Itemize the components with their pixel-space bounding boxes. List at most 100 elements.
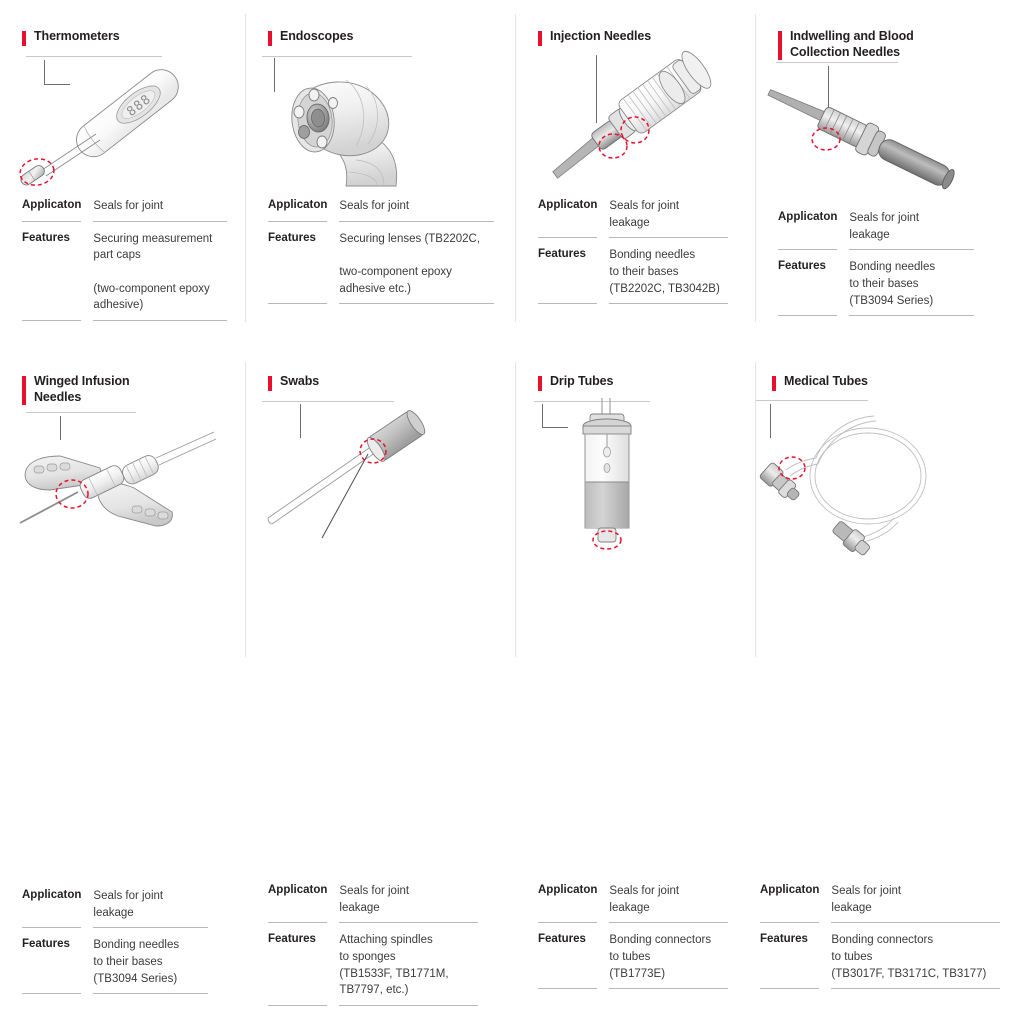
- panel-drip-tubes: Drip Tubes: [516, 348, 756, 990]
- swab-illustration: [260, 406, 460, 541]
- spec-label-application: Applicaton: [760, 884, 820, 896]
- leader-line-vertical: [274, 58, 275, 92]
- spec-label-application: Applicaton: [22, 889, 82, 901]
- spec-divider-value-bottom: [339, 303, 494, 305]
- spec-divider-label: [538, 922, 598, 924]
- panel-header: Thermometers: [22, 29, 120, 46]
- spec-divider-value-bottom: [93, 993, 208, 995]
- highlight-circle-icon: [55, 479, 89, 509]
- spec-value-features: Attaching spindles to sponges (TB1533F, …: [339, 934, 449, 997]
- spec-divider-value-bottom: [831, 988, 1000, 990]
- spec-value-features: Securing measurement part caps (two-comp…: [93, 232, 213, 312]
- panel-header: Endoscopes: [268, 29, 353, 46]
- spec-table: Applicaton Seals for joint leakage Featu…: [760, 883, 1000, 998]
- spec-divider-value-bottom: [609, 988, 728, 990]
- header-rule: [262, 56, 412, 57]
- spec-divider-label: [22, 220, 82, 222]
- spec-divider-label: [760, 922, 820, 924]
- panel-header: Injection Needles: [538, 29, 651, 46]
- spec-divider-value: [339, 220, 494, 222]
- panel-header: Swabs: [268, 374, 319, 391]
- spec-label-application: Applicaton: [268, 199, 328, 211]
- syringe-illustration: [528, 50, 728, 192]
- drip-chamber-illustration: [562, 396, 682, 550]
- spec-value-application: Seals for joint leakage: [339, 885, 410, 914]
- spec-table: Applicaton Seals for joint leakage Featu…: [778, 210, 974, 325]
- panel-endoscopes: Endoscopes: [246, 0, 516, 348]
- panel-indwelling-and-blood-collection-needles: Indwelling and Blood Collection Needles: [756, 0, 1024, 348]
- spec-value-application: Seals for joint leakage: [609, 885, 680, 914]
- panel-title: Medical Tubes: [784, 374, 868, 388]
- highlight-circle-icon: [598, 133, 628, 159]
- panel-title: Swabs: [280, 374, 320, 388]
- leader-line-horizontal: [542, 427, 568, 428]
- spec-divider-label-bottom: [538, 303, 598, 305]
- spec-value-application: Seals for joint leakage: [849, 212, 920, 241]
- spec-value-features: Bonding needles to their bases (TB3094 S…: [849, 261, 936, 307]
- spec-table: Applicaton Seals for joint Features Secu…: [268, 198, 494, 313]
- spec-value-application: Seals for joint: [339, 200, 410, 212]
- endoscope-illustration: [260, 52, 460, 197]
- spec-value-features: Securing lenses (TB2202C, two-component …: [339, 232, 481, 295]
- spec-label-features: Features: [22, 231, 70, 244]
- spec-label-application: Applicaton: [22, 199, 82, 211]
- highlight-circle-icon: [811, 127, 841, 151]
- accent-bar-icon: [538, 376, 542, 391]
- spec-value-features: Bonding needles to their bases (TB3094 S…: [93, 939, 180, 985]
- spec-value-features: Bonding needles to their bases (TB2202C,…: [609, 249, 720, 295]
- panel-thermometers: Thermometers: [0, 0, 246, 348]
- spec-label-features: Features: [778, 260, 826, 273]
- accent-bar-icon: [772, 376, 776, 391]
- spec-divider-value: [609, 922, 728, 924]
- highlight-circle-icon: [778, 456, 806, 480]
- panel-winged-infusion-needles: Winged Infusion Needles: [0, 348, 246, 995]
- spec-divider-label-bottom: [778, 315, 838, 317]
- indwelling-needle-illustration: [756, 78, 976, 208]
- spec-divider-value: [339, 922, 478, 924]
- highlight-circle-icon: [620, 116, 650, 144]
- spec-divider-value: [849, 249, 974, 251]
- spec-table: Applicaton Seals for joint leakage Featu…: [538, 198, 728, 313]
- spec-divider-label-bottom: [22, 320, 82, 322]
- spec-divider-label-bottom: [760, 988, 820, 990]
- accent-bar-icon: [268, 376, 272, 391]
- leader-line-vertical: [44, 60, 45, 85]
- header-rule: [26, 412, 136, 413]
- spec-divider-value: [93, 927, 208, 929]
- spec-divider-label: [778, 249, 838, 251]
- panel-title: Injection Needles: [550, 29, 652, 43]
- leader-line-vertical: [596, 55, 597, 123]
- accent-bar-icon: [268, 31, 272, 46]
- winged-infusion-needle-illustration: [4, 420, 224, 540]
- header-rule: [776, 62, 898, 63]
- spec-divider-value-bottom: [93, 320, 227, 322]
- spec-label-features: Features: [538, 933, 586, 946]
- spec-divider-value-bottom: [609, 303, 728, 305]
- leader-line-vertical: [770, 404, 771, 438]
- accent-bar-icon: [22, 31, 26, 46]
- spec-value-application: Seals for joint leakage: [93, 890, 164, 919]
- highlight-circle-icon: [359, 438, 387, 464]
- spec-value-application: Seals for joint: [93, 200, 164, 212]
- spec-label-features: Features: [22, 938, 70, 951]
- spec-divider-label-bottom: [268, 1005, 328, 1007]
- panel-title: Indwelling and Blood Collection Needles: [790, 29, 914, 59]
- spec-label-application: Applicaton: [268, 884, 328, 896]
- leader-line-vertical: [542, 404, 543, 428]
- spec-value-features: Bonding connectors to tubes (TB1773E): [609, 934, 712, 980]
- spec-value-application: Seals for joint leakage: [609, 200, 680, 229]
- spec-label-features: Features: [268, 231, 316, 244]
- spec-divider-value: [609, 237, 728, 239]
- spec-label-features: Features: [538, 248, 586, 261]
- accent-bar-icon: [22, 376, 26, 405]
- thermometer-illustration: 888: [12, 52, 212, 192]
- spec-table: Applicaton Seals for joint Features Secu…: [22, 198, 227, 330]
- accent-bar-icon: [778, 31, 782, 60]
- panel-title: Thermometers: [34, 29, 120, 43]
- spec-value-application: Seals for joint leakage: [831, 885, 902, 914]
- spec-divider-value-bottom: [849, 315, 974, 317]
- header-rule: [26, 56, 162, 57]
- panel-header: Medical Tubes: [772, 374, 868, 391]
- spec-label-application: Applicaton: [538, 884, 598, 896]
